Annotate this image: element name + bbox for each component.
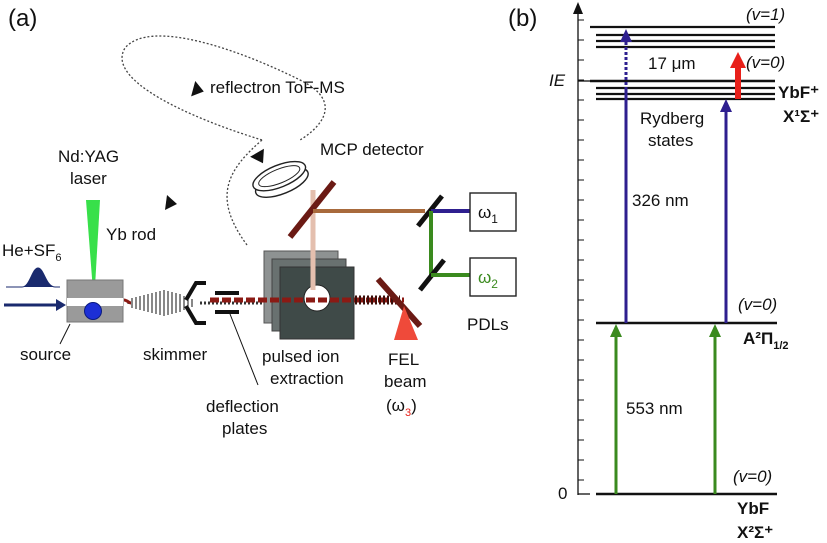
- yb-rod-label: Yb rod: [106, 225, 156, 244]
- energy-axis-arrow: [573, 2, 583, 14]
- omega1-box: [469, 192, 517, 232]
- fel-label-line3: (ω3): [386, 396, 417, 419]
- fel-mirror: [375, 277, 423, 328]
- omega1-label: ω1: [478, 203, 498, 226]
- x-state-label: YbF: [737, 499, 769, 518]
- ion-v1-levels: [590, 25, 775, 49]
- fel-label-line2: beam: [384, 372, 427, 391]
- wl-326-label: 326 nm: [632, 191, 689, 210]
- ion-state-label: X¹Σ⁺: [783, 107, 819, 126]
- v1-label: (v=1): [746, 5, 785, 24]
- arrowhead-326-right: [720, 99, 732, 112]
- panel-a-label: (a): [8, 5, 37, 32]
- v0-ion-label: (v=0): [746, 53, 785, 72]
- fel-label-line1: FEL: [388, 350, 419, 369]
- pdls-label: PDLs: [467, 315, 509, 334]
- source-label: source: [20, 345, 71, 364]
- tof-flight-path: [121, 35, 326, 141]
- a-state-v-label: (v=0): [738, 295, 777, 314]
- ndyag-label-line1: Nd:YAG: [58, 147, 119, 166]
- tof-arrow-head-lower: [165, 195, 177, 210]
- omega2-label: ω2: [478, 268, 498, 291]
- yb-rod-icon: [84, 302, 102, 320]
- extraction-label-line1: pulsed ion: [262, 347, 340, 366]
- ion-label: YbF⁺: [778, 83, 819, 102]
- skimmer-icon: [184, 281, 206, 325]
- rydberg-levels: [596, 86, 775, 101]
- molecular-beam: [123, 290, 193, 316]
- wl-17-label: 17 μm: [648, 54, 696, 73]
- rydberg-label-line1: Rydberg: [640, 109, 704, 128]
- deflection-leader: [229, 313, 259, 386]
- gas-label: He+SF6: [2, 241, 62, 264]
- arrowhead-17um: [730, 52, 746, 68]
- tof-arrow-head-mcp: [250, 148, 264, 164]
- gas-pulse-icon: [6, 267, 60, 288]
- extraction-label-line2: extraction: [270, 369, 344, 388]
- fel-beam-cone: [394, 306, 418, 340]
- mcp-detector-icon: [252, 160, 309, 198]
- tof-flight-path-return: [226, 139, 263, 246]
- energy-axis-ticks: [578, 19, 584, 481]
- zero-label: 0: [558, 484, 567, 503]
- ndyag-label-line2: laser: [70, 169, 107, 188]
- mirror-top-left: [287, 180, 337, 239]
- panel-b-label: (b): [508, 5, 537, 32]
- x-state-v-label: (v=0): [733, 467, 772, 486]
- omega2-box: [469, 257, 517, 297]
- tof-label: reflectron ToF-MS: [210, 78, 345, 97]
- wl-553-label: 553 nm: [626, 399, 683, 418]
- deflection-label-line1: deflection: [206, 397, 279, 416]
- a-state-label: A²Π1/2: [743, 329, 789, 352]
- deflection-label-line2: plates: [222, 419, 267, 438]
- deflection-plate-top: [215, 291, 239, 295]
- arrowhead-326-left: [620, 29, 632, 42]
- ndyag-beam: [86, 200, 100, 304]
- gas-flow-arrowhead: [56, 299, 66, 311]
- arrowhead-553-left: [610, 324, 622, 337]
- deflection-plate-bottom: [215, 310, 239, 314]
- ie-label: IE: [549, 71, 566, 90]
- source-leader: [59, 323, 71, 345]
- arrowhead-553-right: [709, 324, 721, 337]
- skimmer-label: skimmer: [143, 345, 208, 364]
- tof-arrow-head: [191, 80, 204, 97]
- mcp-label: MCP detector: [320, 140, 424, 159]
- x-state-term-label: X²Σ⁺: [737, 523, 773, 542]
- source-channel: [67, 298, 123, 306]
- rydberg-label-line2: states: [648, 131, 693, 150]
